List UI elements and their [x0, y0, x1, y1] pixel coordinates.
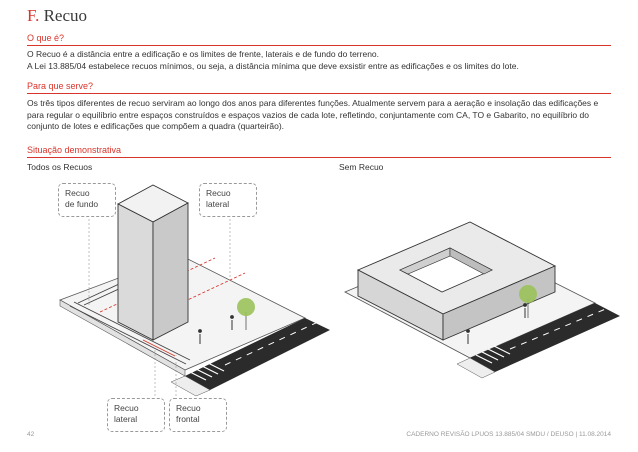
tree-icon — [519, 285, 537, 318]
page-title: F. Recuo — [27, 6, 87, 26]
crosswalk — [475, 345, 511, 364]
callout-line: lateral — [206, 199, 230, 209]
person-icon — [198, 315, 234, 344]
sidewalk — [170, 375, 211, 397]
illustration-title-sem: Sem Recuo — [339, 162, 384, 172]
paragraph-para-que-serve: Os três tipos diferentes de recuo servir… — [27, 98, 607, 133]
divider — [27, 45, 611, 46]
callout-recuo-lateral-bottom: Recuo lateral — [107, 398, 165, 432]
boundary-wall-left — [69, 305, 187, 365]
callout-line: Recuo — [176, 403, 201, 413]
courtyard-wall — [449, 247, 493, 275]
title-text: Recuo — [43, 6, 88, 25]
callout-line: lateral — [114, 414, 138, 424]
crosswalk — [189, 362, 225, 381]
section-letter: F. — [27, 6, 40, 25]
setback-line-front — [142, 339, 176, 357]
paragraph-o-que-e: O Recuo é a distância entre a edificação… — [27, 49, 607, 72]
paragraph-text: Os três tipos diferentes de recuo servir… — [27, 98, 599, 131]
illustration-title-todos: Todos os Recuos — [27, 162, 93, 172]
illustration-sem-recuo — [344, 221, 620, 379]
callout-recuo-frontal: Recuo frontal — [169, 398, 227, 432]
divider — [27, 157, 611, 158]
paragraph-line: A Lei 13.885/04 estabelece recuos mínimo… — [27, 60, 519, 71]
block-right-face — [442, 265, 556, 341]
paragraph-line: O Recuo é a distância entre a edificação… — [27, 49, 380, 59]
callout-line: Recuo — [114, 403, 139, 413]
callout-recuo-lateral-top: Recuo lateral — [199, 183, 257, 217]
callout-line: de fundo — [65, 199, 99, 209]
section-label-situacao: Situação demonstrativa — [27, 145, 122, 155]
page-number: 42 — [27, 431, 35, 438]
document-reference: CADERNO REVISÃO LPUOS 13.885/04 SMDU / D… — [406, 431, 611, 438]
tower-left-face — [117, 203, 154, 341]
lane-marking — [509, 307, 609, 350]
tree-icon — [237, 298, 255, 330]
tower-right-face — [152, 202, 189, 341]
divider — [27, 93, 611, 94]
boundary-wall-left-inner — [73, 301, 191, 361]
callout-line: Recuo — [65, 188, 90, 198]
sidewalk — [456, 357, 496, 379]
callout-recuo-de-fundo: Recuo de fundo — [58, 183, 116, 217]
person-icon — [466, 303, 527, 344]
callout-line: frontal — [176, 414, 200, 424]
lane-marking — [224, 321, 319, 366]
callout-leader-lines — [88, 215, 231, 400]
section-label-o-que-e: O que é? — [27, 33, 65, 43]
street — [470, 303, 620, 372]
illustration-todos-os-recuos — [59, 184, 330, 400]
street — [185, 318, 330, 390]
callout-line: Recuo — [206, 188, 231, 198]
section-label-para-que-serve: Para que serve? — [27, 81, 94, 91]
